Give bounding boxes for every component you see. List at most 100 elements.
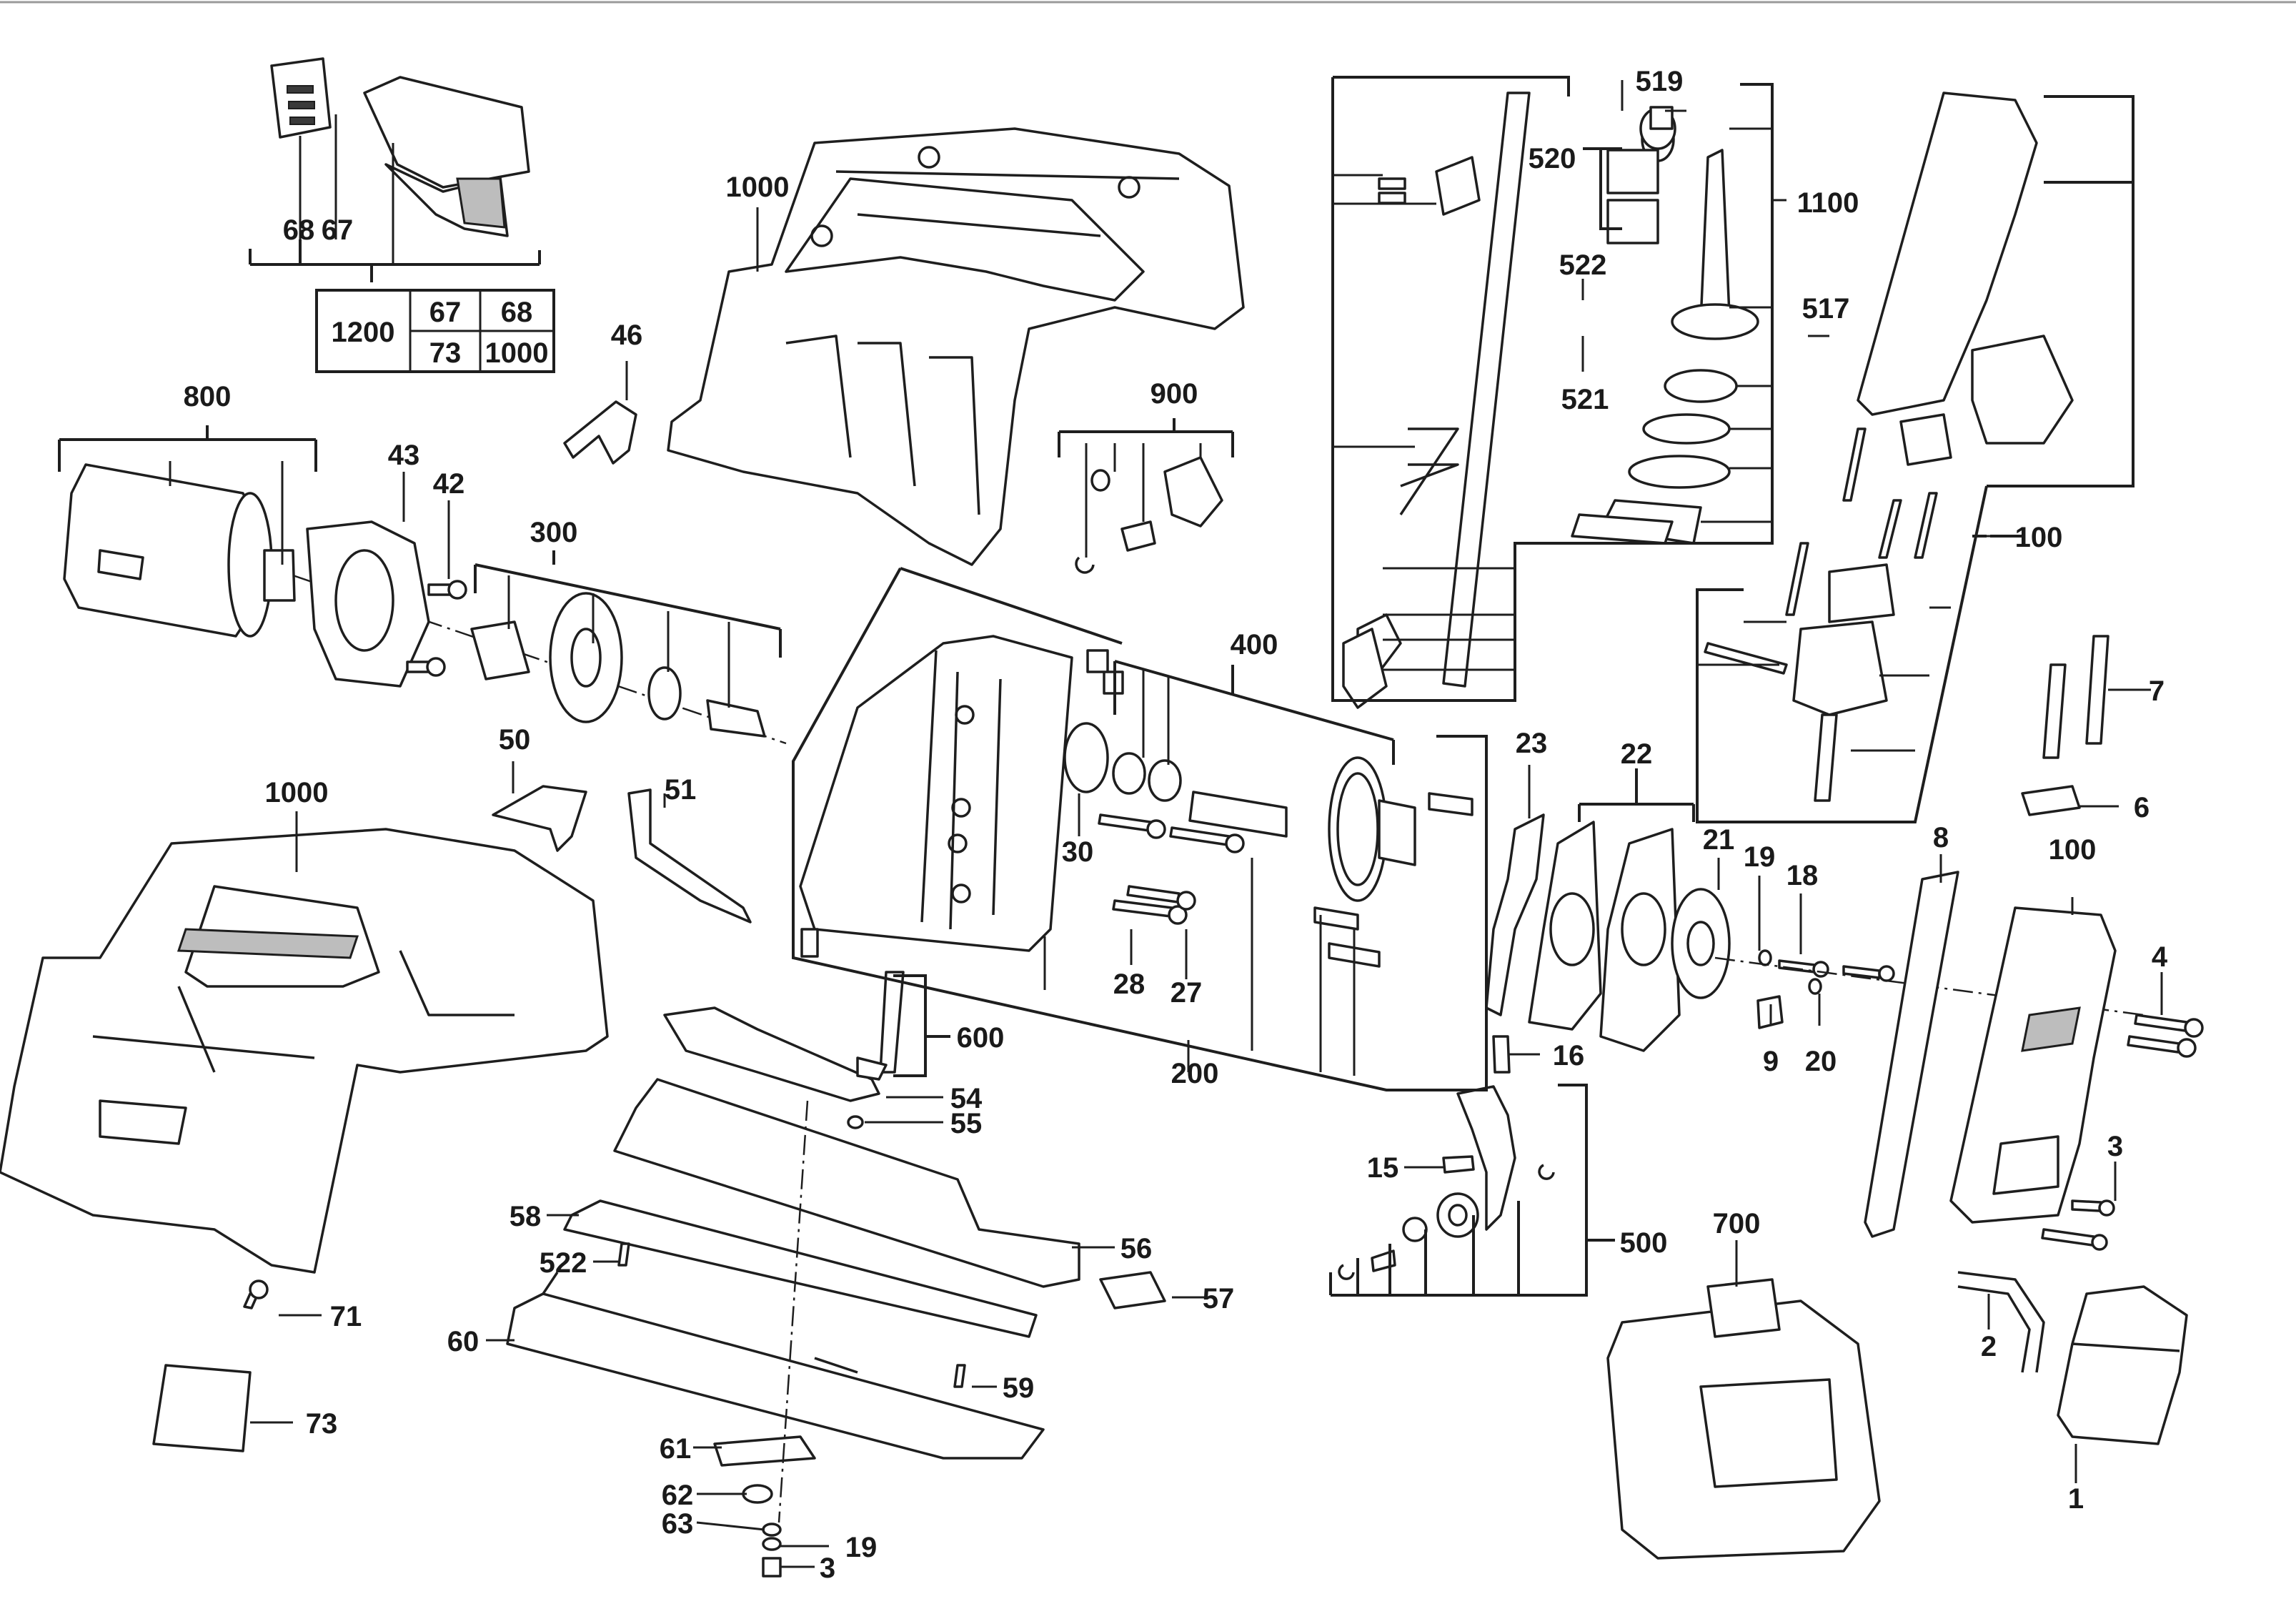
label-200: 200 (1171, 1058, 1219, 1089)
bracket-800 (58, 425, 317, 472)
bracket-900 (1058, 418, 1234, 457)
label-73-drawing (152, 1364, 252, 1452)
shoe-assembly-drawing (506, 1078, 1166, 1578)
label-62: 62 (662, 1480, 694, 1511)
label-100-mid: 100 (2015, 522, 2063, 553)
label-300: 300 (530, 517, 578, 548)
fan-assembly-300-drawing (470, 592, 766, 738)
label-600: 600 (957, 1022, 1005, 1054)
bracket-200 (792, 567, 1488, 1091)
label-43: 43 (388, 440, 420, 471)
trigger-46-drawing (563, 400, 637, 465)
label-9: 9 (1763, 1046, 1779, 1077)
switch-kit-table-labels: 1200 67 68 73 1000 (332, 297, 549, 369)
label-57: 57 (1203, 1283, 1235, 1314)
label-1100: 1100 (1797, 187, 1859, 219)
label-58: 58 (510, 1201, 542, 1232)
part-50-drawing (492, 785, 587, 852)
label-519: 519 (1636, 66, 1684, 97)
label-61: 61 (660, 1433, 692, 1465)
housing-half-top-drawing (667, 127, 1245, 566)
wrench-2-and-battery-1-drawing (1957, 1271, 2188, 1445)
pad-600-drawing (856, 1056, 888, 1081)
housing-half-lower-drawing (0, 828, 609, 1274)
bracket-100-top (1987, 95, 2135, 487)
label-18: 18 (1786, 860, 1819, 891)
label-54: 54 (950, 1083, 983, 1114)
label-28: 28 (1113, 969, 1145, 1000)
label-16: 16 (1553, 1040, 1585, 1071)
label-71: 71 (330, 1301, 362, 1332)
switch-kit-table (315, 289, 555, 373)
plates-22-23-drawing (1485, 813, 1681, 1052)
label-700: 700 (1713, 1208, 1761, 1239)
label-60: 60 (447, 1326, 479, 1357)
parts-7-6-drawing (2021, 635, 2109, 816)
label-100-bottom: 100 (2049, 834, 2097, 866)
label-3-lower: 3 (820, 1553, 835, 1584)
bracket-520 (1583, 147, 1622, 230)
spindle-assembly-1100-drawing (1342, 91, 1759, 709)
label-522-top: 522 (1559, 249, 1607, 281)
table-cell-1000: 1000 (485, 337, 549, 369)
part-labels: 68 67 1000 4 6 800 43 42 300 900 400 50 5… (184, 66, 2168, 1584)
label-19: 19 (1744, 841, 1776, 873)
label-522-lower: 522 (540, 1247, 587, 1279)
table-cell-73: 73 (429, 337, 462, 369)
label-55: 55 (950, 1108, 983, 1139)
label-500: 500 (1620, 1227, 1668, 1259)
parts-900-drawing (1075, 456, 1223, 574)
label-42: 42 (433, 468, 465, 500)
table-cell-67: 67 (429, 297, 462, 328)
bracket-300 (474, 550, 782, 658)
label-517: 517 (1802, 293, 1850, 325)
label-2: 2 (1981, 1331, 1997, 1362)
label-1000-lower: 1000 (265, 777, 329, 808)
label-8: 8 (1933, 822, 1949, 853)
label-30: 30 (1062, 836, 1094, 868)
housing-100-bottom-drawing (1949, 906, 2204, 1251)
switch-assembly-drawing (270, 57, 530, 237)
motor-bracket-43-drawing (306, 520, 467, 688)
carry-case-700-drawing (1606, 1278, 1881, 1560)
leader-63 (696, 1521, 765, 1531)
label-20: 20 (1805, 1046, 1837, 1077)
label-900: 900 (1151, 378, 1198, 410)
bracket-500 (1329, 1084, 1615, 1297)
label-19-lower: 19 (845, 1532, 878, 1563)
handle-600-drawing (663, 1006, 880, 1102)
gear-case-200-drawing (799, 635, 1124, 958)
label-51: 51 (665, 774, 697, 806)
label-21: 21 (1703, 824, 1735, 856)
label-1000-top: 1000 (726, 172, 790, 203)
part-30-and-screws-drawing (1063, 722, 1245, 925)
table-cell-68: 68 (501, 297, 533, 328)
label-23: 23 (1516, 728, 1548, 759)
bracket-600 (893, 974, 950, 1077)
label-15: 15 (1367, 1152, 1399, 1184)
label-400: 400 (1231, 629, 1278, 660)
box-1100 (1331, 76, 1774, 702)
subassembly-100-lower-drawing (1704, 563, 1895, 802)
screw-600-drawing (879, 971, 905, 1074)
label-56: 56 (1120, 1233, 1153, 1264)
label-59: 59 (1003, 1372, 1035, 1404)
label-73: 73 (306, 1408, 338, 1440)
label-521: 521 (1561, 384, 1609, 415)
housing-100-top-drawing (1785, 91, 2074, 616)
label-50: 50 (499, 724, 531, 756)
bracket-400 (1113, 660, 1395, 765)
label-22: 22 (1621, 738, 1653, 770)
label-800: 800 (184, 381, 232, 412)
gear-assembly-400-drawing (1112, 752, 1416, 902)
label-1: 1 (2068, 1483, 2084, 1515)
label-520: 520 (1529, 143, 1576, 174)
label-6: 6 (2134, 792, 2150, 823)
table-cell-1200: 1200 (332, 317, 395, 348)
label-7: 7 (2149, 675, 2165, 707)
label-4: 4 (2152, 941, 2168, 973)
bracket-22 (1578, 768, 1695, 822)
bracket-1200 (249, 239, 541, 282)
